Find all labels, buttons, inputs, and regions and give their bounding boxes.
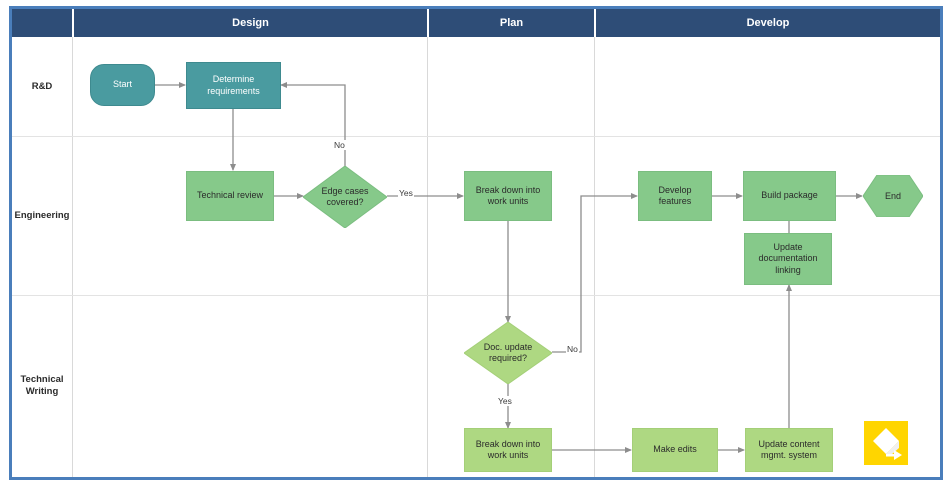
diamond-shape xyxy=(464,322,552,384)
node-determine-requirements[interactable]: Determine requirements xyxy=(186,62,281,109)
lane-divider-1 xyxy=(12,136,940,137)
node-doc-update-label: Doc. update required? xyxy=(483,341,533,363)
node-doc-update-required[interactable]: Doc. update required? xyxy=(464,322,552,384)
node-make-edits[interactable]: Make edits xyxy=(632,428,718,472)
lane-label-engineering[interactable]: Engineering xyxy=(14,209,70,221)
node-update-documentation-linking[interactable]: Update documentation linking xyxy=(744,233,832,285)
phase-divider-plan xyxy=(427,37,428,477)
node-end-label: End xyxy=(884,191,901,201)
diamond-shape xyxy=(303,166,387,228)
phase-header-band xyxy=(12,9,940,37)
lane-label-column-divider xyxy=(72,37,73,477)
node-edge-cases-covered[interactable]: Edge cases covered? xyxy=(303,166,387,228)
node-break-down-plan[interactable]: Break down into work units xyxy=(464,171,552,221)
edge-label-doc-update-yes: Yes xyxy=(497,396,513,406)
edge-label-edge-cases-yes: Yes xyxy=(398,188,414,198)
lane-label-technical-writing[interactable]: Technical Writing xyxy=(20,374,64,397)
node-end[interactable]: End xyxy=(863,175,923,217)
edge-label-doc-update-no: No xyxy=(566,344,579,354)
lane-label-rd[interactable]: R&D xyxy=(31,80,53,92)
node-build-package[interactable]: Build package xyxy=(743,171,836,221)
phase-header-plan[interactable]: Plan xyxy=(427,9,594,37)
lane-header-corner xyxy=(12,9,72,37)
node-edge-cases-label: Edge cases covered? xyxy=(321,185,369,207)
visio-logo-glyph xyxy=(873,428,902,460)
lane-divider-2 xyxy=(12,295,940,296)
node-break-down-tw[interactable]: Break down into work units xyxy=(464,428,552,472)
edge-label-edge-cases-no: No xyxy=(333,140,346,150)
phase-header-develop[interactable]: Develop xyxy=(594,9,940,37)
phase-divider-develop xyxy=(594,37,595,477)
phase-header-design[interactable]: Design xyxy=(72,9,427,37)
node-develop-features[interactable]: Develop features xyxy=(638,171,712,221)
node-technical-review[interactable]: Technical review xyxy=(186,171,274,221)
node-update-cms[interactable]: Update content mgmt. system xyxy=(745,428,833,472)
node-start[interactable]: Start xyxy=(90,64,155,106)
hexagon-shape xyxy=(863,175,923,217)
visio-logo xyxy=(864,421,908,465)
